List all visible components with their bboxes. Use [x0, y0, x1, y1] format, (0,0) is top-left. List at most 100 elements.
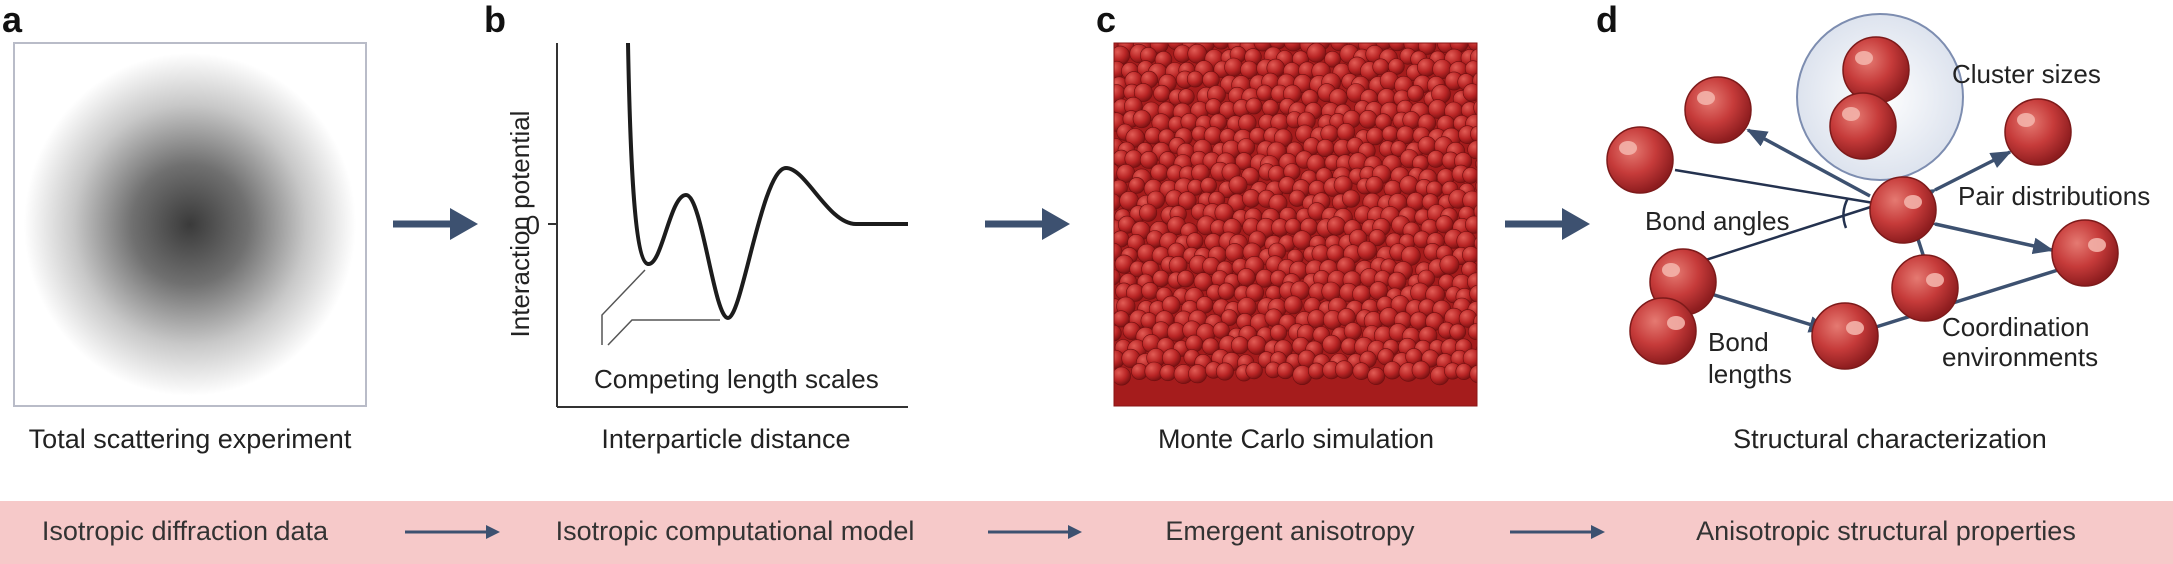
simulation-particle [1186, 70, 1204, 88]
panel-b-caption: Interparticle distance [601, 424, 850, 454]
potential-curve [626, 42, 908, 321]
simulation-particle [1388, 43, 1407, 52]
scattering-pattern [13, 42, 367, 407]
simulation-particle [1387, 271, 1407, 291]
simulation-particle [1491, 124, 1508, 141]
bond-line-1 [1674, 168, 1881, 206]
simulation-particle [1159, 364, 1177, 382]
workflow-step-4: Anisotropic structural properties [1696, 516, 2076, 546]
simulation-particle [1474, 236, 1477, 250]
flow-arrow-c-d [1505, 208, 1590, 240]
simulation-particle [1224, 57, 1244, 77]
simulation-particle [1439, 254, 1460, 275]
simulation-particle [1481, 117, 1498, 134]
simulation-particle [1479, 35, 1496, 52]
simulation-particle [1482, 195, 1498, 211]
simulation-particle [1245, 362, 1263, 380]
panel-c-letter: c [1096, 0, 1116, 40]
workflow-arrow-1 [405, 525, 500, 539]
simulation-particle [1455, 363, 1473, 381]
bond-angles-label: Bond angles [1645, 206, 1790, 236]
simulation-particle [1481, 166, 1498, 183]
workflow-step-3: Emergent anisotropy [1165, 516, 1415, 546]
simulation-particle [1473, 100, 1477, 116]
arrow-to-upper-sphere [1746, 128, 1871, 198]
simulation-particles [1114, 35, 1508, 386]
simulation-particle [1150, 163, 1169, 182]
panel-b-letter: b [484, 0, 506, 40]
structure-spheres [1606, 36, 2119, 370]
workflow-band-background [0, 501, 2173, 564]
simulation-particle [1316, 139, 1335, 158]
simulation-particle [1133, 83, 1153, 102]
simulation-particle [1261, 99, 1280, 117]
simulation-particle [1481, 274, 1499, 292]
structure-connectors [1674, 168, 1881, 267]
flow-arrow-a-b [393, 208, 478, 240]
simulation-particle [1469, 364, 1477, 384]
cluster-sizes-label: Cluster sizes [1952, 59, 2101, 89]
sphere-left [1606, 126, 1674, 194]
simulation-particle [1307, 309, 1326, 329]
simulation-particle [1162, 348, 1181, 368]
simulation-particle [1467, 43, 1477, 52]
simulation-particle [1237, 268, 1256, 287]
simulation-particle [1490, 308, 1508, 326]
simulation-particle [1365, 176, 1384, 195]
simulation-particle [1462, 167, 1477, 184]
simulation-particle [1490, 340, 1508, 358]
simulation-particle [1490, 72, 1508, 90]
simulation-particle [1283, 43, 1304, 52]
simulation-particle [1215, 362, 1234, 381]
simulation-particle [1153, 84, 1171, 103]
sphere-cluster-top [1842, 36, 1910, 104]
simulation-particle [1481, 85, 1498, 102]
simulation-particle [1114, 193, 1122, 211]
simulation-particle [1484, 182, 1502, 200]
simulation-particle [1139, 150, 1158, 169]
coordination-label-line2: environments [1942, 342, 2098, 372]
simulation-particle [1480, 325, 1499, 344]
panel-d-caption: Structural characterization [1733, 424, 2047, 454]
simulation-particle [1247, 335, 1267, 355]
simulation-particle [1177, 191, 1197, 210]
simulation-particle [1462, 83, 1477, 102]
simulation-particle [1488, 256, 1507, 275]
sphere-upper-right [2004, 98, 2072, 166]
simulation-particle [1476, 307, 1477, 311]
sphere-bond-length [1811, 302, 1879, 370]
simulation-particle [1178, 88, 1195, 105]
simulation-particle [1269, 43, 1287, 50]
bond-lengths-label-line1: Bond [1708, 327, 1769, 357]
simulation-particle [1308, 362, 1325, 380]
pair-distributions-label: Pair distributions [1958, 181, 2150, 211]
simulation-particle [1366, 127, 1385, 146]
workflow-arrow-2 [988, 525, 1082, 539]
simulation-particle [1399, 175, 1419, 195]
panel-c-caption: Monte Carlo simulation [1158, 424, 1434, 454]
simulation-particle [1383, 361, 1402, 380]
sphere-cluster-bottom [1829, 92, 1897, 160]
simulation-particle [1256, 84, 1274, 102]
simulation-particle [1465, 215, 1477, 234]
panel-d-letter: d [1596, 0, 1618, 40]
y-axis-label: Interaction potential [505, 111, 535, 338]
simulation-particle [1212, 43, 1230, 50]
panel-a-caption: Total scattering experiment [29, 424, 352, 454]
arrow-to-right-sphere [1914, 211, 2055, 255]
simulation-particle [1228, 175, 1248, 195]
simulation-particle [1283, 295, 1303, 315]
arrow-coordination-long [1839, 268, 2059, 346]
workflow-band: Isotropic diffraction data Isotropic com… [0, 501, 2173, 564]
simulation-particle [1186, 232, 1204, 250]
simulation-particle [1306, 43, 1327, 63]
sphere-upper-left [1684, 76, 1752, 144]
sphere-center [1869, 176, 1937, 244]
simulation-particle [1358, 110, 1378, 129]
simulation-particle [1467, 323, 1477, 340]
simulation-particle [1478, 62, 1497, 81]
simulation-particle [1479, 351, 1498, 370]
simulation-particle [1188, 364, 1208, 384]
sphere-right [2051, 219, 2119, 287]
flow-arrow-b-c [985, 208, 1070, 240]
